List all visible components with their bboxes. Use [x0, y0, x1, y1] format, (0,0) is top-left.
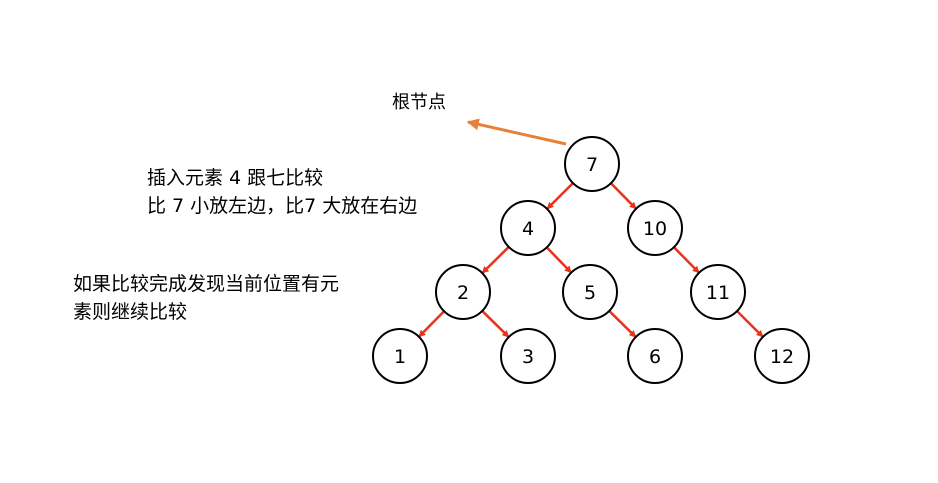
tree-edge — [610, 182, 637, 210]
tree-node-circle — [562, 264, 618, 320]
tree-node-10: 10 — [627, 200, 683, 256]
tree-node-circle — [435, 264, 491, 320]
tree-node-2: 2 — [435, 264, 491, 320]
insert-note-line-2: 比 7 小放左边，比7 大放在右边 — [147, 195, 418, 217]
tree-node-4: 4 — [500, 200, 556, 256]
tree-edge — [545, 246, 573, 274]
tree-node-value: 7 — [586, 154, 598, 176]
root-node-label: 根节点 — [392, 92, 446, 113]
tree-node-value: 4 — [522, 218, 534, 240]
tree-edge — [418, 310, 445, 338]
tree-node-circle — [372, 328, 428, 384]
tree-edge — [546, 182, 574, 210]
tree-node-circle — [500, 200, 556, 256]
tree-node-value: 1 — [394, 346, 406, 368]
tree-node-value: 10 — [643, 218, 667, 240]
tree-node-circle — [690, 264, 746, 320]
tree-edges — [418, 182, 764, 338]
tree-node-6: 6 — [627, 328, 683, 384]
compare-note-line-2: 素则继续比较 — [73, 301, 188, 323]
tree-node-value: 11 — [706, 282, 730, 304]
tree-edge — [481, 246, 510, 274]
tree-node-circle — [754, 328, 810, 384]
tree-node-11: 11 — [690, 264, 746, 320]
tree-edge — [673, 246, 700, 274]
tree-node-value: 5 — [584, 282, 596, 304]
tree-node-value: 3 — [522, 346, 534, 368]
tree-node-circle — [564, 136, 620, 192]
tree-node-value: 12 — [770, 346, 794, 368]
tree-node-circle — [500, 328, 556, 384]
tree-node-7: 7 — [564, 136, 620, 192]
tree-node-12: 12 — [754, 328, 810, 384]
tree-edge — [736, 310, 764, 338]
tree-node-circle — [627, 200, 683, 256]
tree-node-5: 5 — [562, 264, 618, 320]
tree-node-value: 2 — [457, 282, 469, 304]
tree-node-3: 3 — [500, 328, 556, 384]
tree-node-value: 6 — [649, 346, 661, 368]
tree-edge — [481, 310, 510, 338]
root-pointer-arrow — [466, 118, 567, 146]
compare-note-line-1: 如果比较完成发现当前位置有元 — [73, 273, 340, 295]
tree-node-1: 1 — [372, 328, 428, 384]
insert-note-line-1: 插入元素 4 跟七比较 — [147, 167, 324, 189]
tree-node-circle — [627, 328, 683, 384]
tree-edge — [608, 310, 637, 338]
